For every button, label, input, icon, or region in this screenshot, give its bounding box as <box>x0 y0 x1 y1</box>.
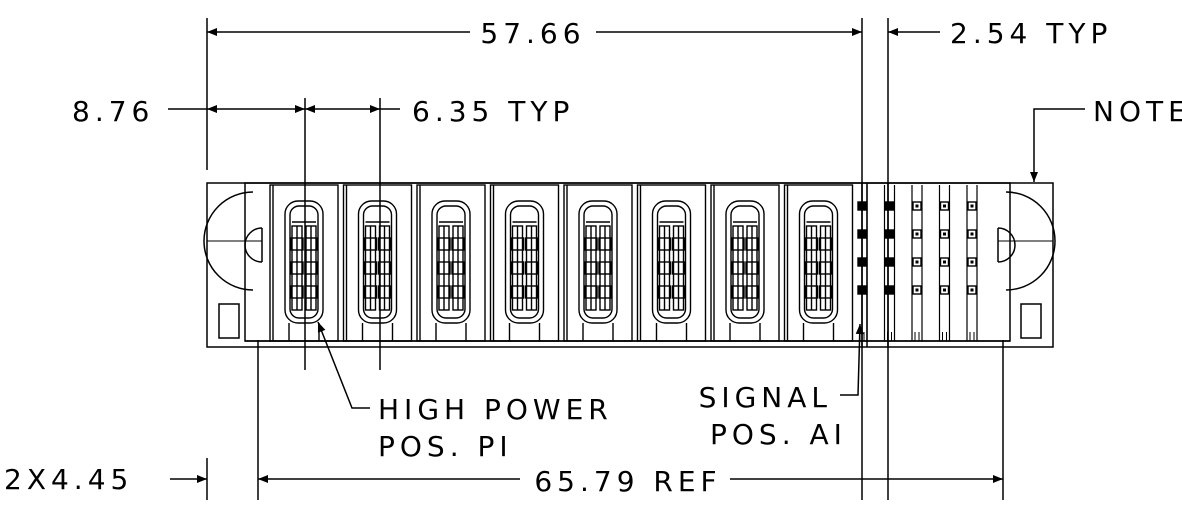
signal-label-line1: SIGNAL <box>699 381 832 414</box>
right-flange-slot <box>1020 303 1042 339</box>
high-power-label-line1: HIGH POWER <box>378 393 613 426</box>
power-slot <box>636 184 707 342</box>
dimension-label-mount-holes: 2X4.45 <box>4 463 133 496</box>
dimension-label-signal-pitch: 2.54 TYP <box>950 17 1112 50</box>
dimension-reference-length: 65.79 REF <box>258 465 1003 498</box>
signal-contact-grid <box>857 185 978 341</box>
power-slot <box>416 184 486 342</box>
signal-label-line2: POS. AI <box>710 418 847 451</box>
dimension-label-power-pitch: 6.35 TYP <box>412 95 574 128</box>
power-slot <box>710 184 780 342</box>
signal-contact <box>857 257 867 267</box>
signal-contact <box>857 285 867 295</box>
power-slot <box>489 184 560 342</box>
dimension-overall-width: 57.66 <box>207 17 862 50</box>
dimension-label-reference-length: 65.79 REF <box>534 465 721 498</box>
signal-callout: SIGNAL POS. AI <box>699 323 864 451</box>
power-slot <box>783 184 854 342</box>
power-slots <box>269 184 854 342</box>
signal-contact <box>857 229 867 239</box>
connector-body <box>206 182 1054 348</box>
high-power-callout: HIGH POWER POS. PI <box>317 321 613 463</box>
right-flange <box>997 191 1056 339</box>
power-slot <box>342 184 413 342</box>
dimension-mount-holes: 2X4.45 <box>4 463 207 496</box>
signal-contact <box>884 201 895 211</box>
dimension-label-overall-width: 57.66 <box>480 17 585 50</box>
note-callout: NOTE I <box>1030 95 1182 182</box>
dimension-power-pitch: 6.35 TYP <box>305 95 574 128</box>
power-slot <box>563 184 633 342</box>
left-flange <box>203 191 263 339</box>
signal-contact <box>857 201 867 211</box>
signal-contact <box>884 285 895 295</box>
dimension-label-first-offset: 8.76 <box>72 95 154 128</box>
dimension-signal-pitch: 2.54 TYP <box>888 17 1112 50</box>
power-slot <box>269 184 339 342</box>
high-power-label-line2: POS. PI <box>378 430 513 463</box>
left-flange-slot <box>218 303 240 339</box>
signal-contact <box>884 257 895 267</box>
dimension-first-offset: 8.76 <box>72 95 305 128</box>
signal-contact <box>884 229 895 239</box>
note-label: NOTE I <box>1093 95 1182 128</box>
